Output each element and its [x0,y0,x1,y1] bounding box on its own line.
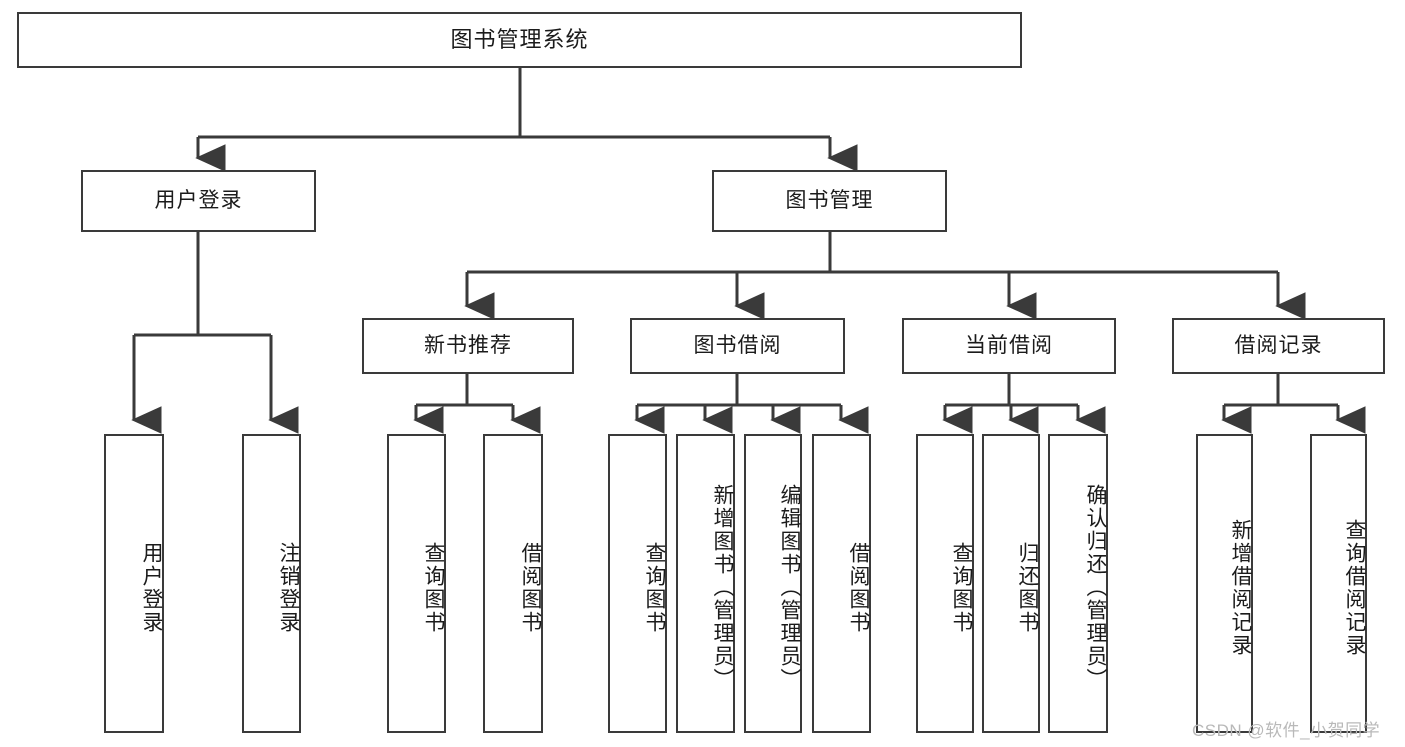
leaf-book-borrow-add[interactable]: 新增图书（管理员） [676,434,735,733]
leaf-current-borrow-confirm-return[interactable]: 确认归还（管理员） [1048,434,1108,733]
leaf-user-login-signout[interactable]: 注销登录 [242,434,301,733]
leaf-current-borrow-query[interactable]: 查询图书 [916,434,974,733]
watermark-text: CSDN @软件_小贺同学 [1192,721,1381,740]
leaf-new-book-borrow[interactable]: 借阅图书 [483,434,543,733]
leaf-borrow-record-add[interactable]: 新增借阅记录 [1196,434,1253,733]
leaf-new-book-query[interactable]: 查询图书 [387,434,446,733]
node-current-borrow[interactable]: 当前借阅 [902,318,1116,374]
leaf-current-borrow-return[interactable]: 归还图书 [982,434,1040,733]
leaf-book-borrow-edit[interactable]: 编辑图书（管理员） [744,434,802,733]
node-book-borrow[interactable]: 图书借阅 [630,318,845,374]
leaf-book-borrow-borrow[interactable]: 借阅图书 [812,434,871,733]
node-borrow-record[interactable]: 借阅记录 [1172,318,1385,374]
node-user-login[interactable]: 用户登录 [81,170,316,232]
node-book-management[interactable]: 图书管理 [712,170,947,232]
node-root-system[interactable]: 图书管理系统 [17,12,1022,68]
node-new-book-recommend[interactable]: 新书推荐 [362,318,574,374]
leaf-borrow-record-query[interactable]: 查询借阅记录 [1310,434,1367,733]
leaf-user-login-signin[interactable]: 用户登录 [104,434,164,733]
leaf-book-borrow-query[interactable]: 查询图书 [608,434,667,733]
